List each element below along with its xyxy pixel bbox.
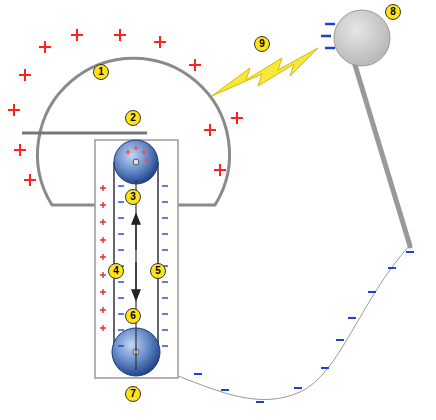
plus-sign bbox=[100, 325, 106, 331]
plus-sign bbox=[19, 69, 31, 81]
minus-sign bbox=[118, 217, 124, 218]
plus-sign bbox=[100, 272, 106, 278]
minus-sign bbox=[294, 387, 302, 389]
minus-sign bbox=[321, 367, 329, 369]
minus-sign bbox=[221, 389, 229, 391]
minus-sign bbox=[388, 267, 396, 269]
plus-sign bbox=[189, 59, 201, 71]
column bbox=[95, 140, 178, 378]
plus-sign bbox=[114, 29, 126, 41]
upper-comb bbox=[22, 132, 147, 135]
minus-sign bbox=[162, 217, 168, 218]
plus-sign bbox=[134, 146, 139, 151]
plus-sign bbox=[100, 185, 106, 191]
minus-sign bbox=[162, 313, 168, 314]
plus-sign bbox=[214, 164, 226, 176]
minus-sign bbox=[194, 373, 202, 375]
minus-sign bbox=[118, 249, 124, 250]
callout-number: 9 bbox=[254, 36, 270, 52]
minus-sign bbox=[162, 185, 168, 186]
minus-sign bbox=[162, 329, 168, 330]
minus-sign bbox=[325, 47, 335, 50]
plus-sign bbox=[126, 150, 131, 155]
callout-number: 8 bbox=[385, 4, 401, 20]
spark bbox=[212, 48, 318, 96]
minus-sign bbox=[118, 329, 124, 330]
callout-number: 6 bbox=[125, 308, 141, 324]
belt-right bbox=[157, 162, 159, 352]
plus-sign bbox=[100, 307, 106, 313]
plus-sign bbox=[204, 124, 216, 136]
minus-sign bbox=[256, 401, 264, 403]
callout-number: 7 bbox=[125, 386, 141, 402]
minus-sign bbox=[162, 281, 168, 282]
plus-sign bbox=[24, 174, 36, 186]
belt-centre bbox=[135, 180, 136, 370]
minus-sign bbox=[325, 23, 335, 26]
minus-sign bbox=[336, 339, 344, 341]
upper-roller bbox=[114, 140, 158, 184]
minus-sign bbox=[162, 345, 168, 346]
plus-sign bbox=[142, 150, 147, 155]
minus-sign bbox=[118, 345, 124, 346]
callout-number: 5 bbox=[150, 263, 166, 279]
belt-left bbox=[113, 162, 115, 352]
minus-sign bbox=[406, 251, 414, 253]
minus-sign bbox=[118, 201, 124, 202]
upper-axle bbox=[133, 159, 139, 165]
minus-sign bbox=[162, 201, 168, 202]
plus-sign bbox=[8, 104, 20, 116]
callout-number: 1 bbox=[93, 64, 109, 80]
callout-number: 4 bbox=[108, 263, 124, 279]
minus-sign bbox=[348, 317, 356, 319]
plus-sign bbox=[100, 289, 106, 295]
callout-number: 2 bbox=[125, 110, 141, 126]
discharge-sphere bbox=[334, 10, 390, 66]
minus-sign bbox=[162, 249, 168, 250]
plus-sign bbox=[100, 219, 106, 225]
plus-sign bbox=[14, 144, 26, 156]
minus-sign bbox=[118, 185, 124, 186]
minus-sign bbox=[118, 281, 124, 282]
ground-wire bbox=[178, 245, 410, 400]
plus-sign bbox=[71, 29, 83, 41]
minus-sign bbox=[118, 313, 124, 314]
minus-sign bbox=[118, 233, 124, 234]
motion-arrows bbox=[132, 214, 140, 300]
minus-sign bbox=[162, 297, 168, 298]
sphere-rod bbox=[352, 55, 410, 246]
plus-sign bbox=[154, 36, 166, 48]
plus-sign bbox=[144, 158, 149, 163]
minus-sign bbox=[321, 35, 331, 38]
plus-sign bbox=[100, 254, 106, 260]
charge-signs bbox=[8, 24, 414, 402]
plus-sign bbox=[100, 237, 106, 243]
plus-sign bbox=[39, 41, 51, 53]
callout-number: 3 bbox=[125, 189, 141, 205]
minus-sign bbox=[118, 297, 124, 298]
minus-sign bbox=[162, 233, 168, 234]
minus-sign bbox=[368, 291, 376, 293]
plus-sign bbox=[100, 202, 106, 208]
plus-sign bbox=[231, 112, 243, 124]
